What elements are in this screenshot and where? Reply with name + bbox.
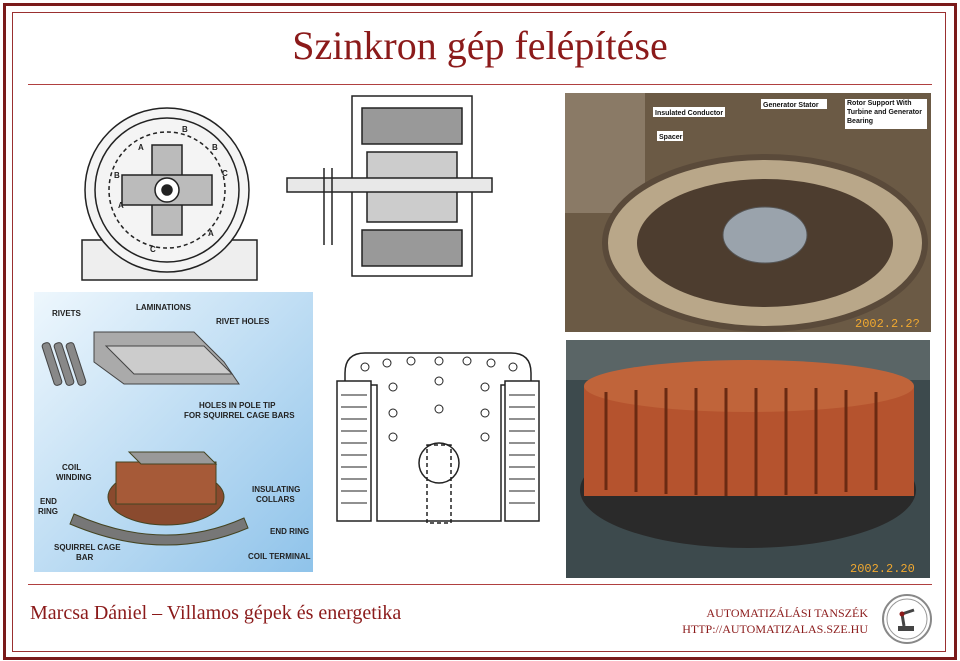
side-view-drawing xyxy=(286,95,493,277)
cross-section-drawing xyxy=(81,107,258,281)
insulated-conductor-label: Insulated Conductor xyxy=(655,110,723,117)
website-text: HTTP://AUTOMATIZALAS.SZE.HU xyxy=(682,622,868,636)
squirrel-cage-label: SQUIRREL CAGE xyxy=(54,543,121,552)
ring-label: RING xyxy=(38,507,58,516)
salient-pole-svg xyxy=(336,352,540,524)
spacer-label: Spacer xyxy=(659,134,683,141)
generator-stator-label: Generator Stator xyxy=(763,102,819,109)
department-name: AUTOMATIZÁLÁSI TANSZÉK xyxy=(706,606,868,620)
phase-label: A xyxy=(208,229,214,238)
rivet-holes-label: RIVET HOLES xyxy=(216,317,270,326)
bar-label: BAR xyxy=(76,553,94,562)
slide-frame-inner xyxy=(12,12,946,652)
rotor-date-stamp: 2002.2.20 xyxy=(850,562,915,576)
phase-label: B xyxy=(212,143,218,152)
end-label: END xyxy=(40,497,57,506)
laminations-drawing xyxy=(93,331,240,385)
winding-label: WINDING xyxy=(56,473,92,482)
phase-label: C xyxy=(150,245,156,254)
pole-diagram-svg: RIVETS LAMINATIONS RIVET HOLES HOLES IN … xyxy=(34,292,313,572)
phase-label: B xyxy=(182,125,188,134)
phase-label: C xyxy=(222,169,228,178)
title-divider xyxy=(28,84,932,85)
footer-divider xyxy=(28,584,932,585)
coil-terminal-label: COIL TERMINAL xyxy=(248,552,311,561)
end-ring-label: END RING xyxy=(270,527,309,536)
phase-label: B xyxy=(114,171,120,180)
rotor-photo: 2002.2.20 xyxy=(566,340,930,578)
department-logo xyxy=(882,594,932,644)
robot-arm-icon xyxy=(886,598,928,640)
footer-author: Marcsa Dániel – Villamos gépek és energe… xyxy=(30,602,402,624)
coil-label: COIL xyxy=(62,463,81,472)
insulating-label: INSULATING xyxy=(252,485,300,494)
rotor-support-label: Rotor Support With Turbine and Generator… xyxy=(847,100,922,125)
stator-photo: Insulated Conductor Spacer Generator Sta… xyxy=(565,93,931,332)
slide-title: Szinkron gép felépítése xyxy=(292,23,668,68)
rivets-drawing xyxy=(41,342,87,386)
for-squirrel-cage-bars-label: FOR SQUIRREL CAGE BARS xyxy=(184,411,295,420)
rivets-label: RIVETS xyxy=(52,309,82,318)
phase-label: A xyxy=(118,201,124,210)
pole-diagram: RIVETS LAMINATIONS RIVET HOLES HOLES IN … xyxy=(34,292,313,572)
slide-frame-outer xyxy=(3,3,957,660)
machine-drawings-svg: A B C A B C A B xyxy=(81,95,493,281)
salient-pole-drawing xyxy=(315,345,563,525)
machine-drawings: A B C A B C A B xyxy=(62,90,560,286)
collars-label: COLLARS xyxy=(256,495,295,504)
holes-in-pole-tip-label: HOLES IN POLE TIP xyxy=(199,401,276,410)
phase-label: A xyxy=(138,143,144,152)
laminations-label: LAMINATIONS xyxy=(136,303,192,312)
stator-photo-svg: Insulated Conductor Spacer Generator Sta… xyxy=(565,93,931,332)
department-block: AUTOMATIZÁLÁSI TANSZÉK HTTP://AUTOMATIZA… xyxy=(682,605,868,637)
coil-drawing xyxy=(69,451,249,546)
rotor-support xyxy=(722,206,808,264)
stator-date-stamp: 2002.2.2? xyxy=(855,317,920,331)
rotor-photo-svg: 2002.2.20 xyxy=(566,340,930,578)
